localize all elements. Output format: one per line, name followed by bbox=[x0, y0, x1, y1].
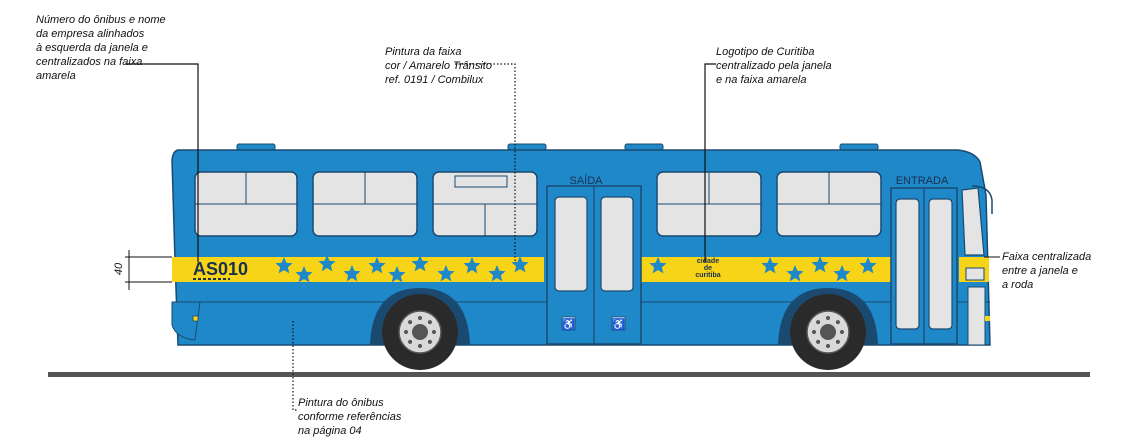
annotation-stripe-position: Faixa centralizada entre a janela e a ro… bbox=[1002, 251, 1092, 291]
entry-door-window bbox=[895, 198, 920, 330]
wheel-bolt bbox=[404, 330, 408, 334]
leader-logo bbox=[704, 63, 716, 262]
annotation-company-id: Número do ônibus e nome da empresa alinh… bbox=[36, 14, 166, 82]
route-sign bbox=[454, 175, 508, 188]
roof-vent bbox=[839, 143, 879, 151]
wheel-bolt bbox=[427, 339, 432, 344]
stripe-star bbox=[859, 257, 877, 274]
exit-label: SAÍDA bbox=[569, 174, 603, 187]
leader-stripe-paint bbox=[455, 63, 516, 262]
bus-number: AS010 bbox=[193, 259, 248, 279]
rear-bumper bbox=[171, 301, 201, 341]
wheel-bolt bbox=[835, 339, 840, 344]
stripe-star bbox=[511, 256, 529, 273]
entry-door-window bbox=[928, 198, 953, 330]
wheel-bolt bbox=[408, 339, 413, 344]
wheelchair-icon bbox=[611, 316, 626, 331]
stripe-star bbox=[411, 255, 429, 272]
wheel-bolt bbox=[840, 330, 844, 334]
stripe-star bbox=[437, 265, 455, 282]
leader-body-paint bbox=[292, 321, 298, 411]
yellow-stripe-rear bbox=[172, 257, 544, 282]
svg-text:cidade: cidade bbox=[697, 258, 719, 265]
svg-text:♿: ♿ bbox=[562, 318, 576, 331]
wheel-bolt bbox=[427, 320, 432, 325]
svg-text:de: de bbox=[704, 265, 712, 272]
wheelchair-icon bbox=[561, 316, 576, 331]
stripe-star bbox=[786, 265, 804, 282]
stripe-star bbox=[318, 255, 336, 272]
mirror bbox=[971, 185, 993, 214]
stripe-star bbox=[388, 266, 406, 283]
stripe-star bbox=[343, 265, 361, 282]
wheel-bolt bbox=[408, 320, 413, 325]
annotation-body-paint: Pintura do ônibus conforme referências n… bbox=[298, 397, 402, 437]
annotation-stripe-paint: Pintura da faixa cor / Amarelo Trânsito … bbox=[385, 46, 492, 86]
wheel-bolt bbox=[812, 330, 816, 334]
headlight bbox=[965, 267, 985, 281]
windshield bbox=[961, 187, 985, 256]
wheel-bolt bbox=[816, 320, 821, 325]
wheel-bolt bbox=[816, 339, 821, 344]
svg-text:♿: ♿ bbox=[612, 318, 626, 331]
ground-line bbox=[48, 372, 1090, 377]
stripe-star bbox=[368, 257, 386, 274]
curitiba-logo bbox=[673, 257, 743, 282]
front-grille bbox=[967, 286, 986, 346]
roof-vent bbox=[236, 143, 276, 151]
tail-light bbox=[192, 315, 199, 322]
stripe-star bbox=[649, 257, 667, 274]
front-light bbox=[985, 316, 990, 321]
exit-door-window bbox=[600, 196, 634, 292]
stripe-stars bbox=[275, 255, 877, 283]
leader-company-id bbox=[125, 63, 199, 262]
wheel-bolt bbox=[418, 344, 422, 348]
stripe-star bbox=[833, 265, 851, 282]
stripe-height-dimension: 40 bbox=[113, 262, 125, 275]
entry-label: ENTRADA bbox=[896, 175, 949, 187]
stripe-star bbox=[463, 257, 481, 274]
wheel-bolt bbox=[826, 344, 830, 348]
wheel-bolt bbox=[835, 320, 840, 325]
roof-vent bbox=[624, 143, 664, 151]
stripe-star bbox=[275, 257, 293, 274]
annotation-logo: Logotipo de Curitiba centralizado pela j… bbox=[716, 46, 832, 86]
wheel-bolt bbox=[826, 316, 830, 320]
exit-door-window bbox=[554, 196, 588, 292]
wheel-bolt bbox=[418, 316, 422, 320]
svg-text:curitiba: curitiba bbox=[695, 272, 720, 279]
stripe-star bbox=[295, 266, 313, 283]
wheel-bolt bbox=[432, 330, 436, 334]
stripe-star bbox=[811, 256, 829, 273]
roof-vent bbox=[507, 143, 547, 151]
stripe-star bbox=[488, 265, 506, 282]
stripe-star bbox=[761, 257, 779, 274]
